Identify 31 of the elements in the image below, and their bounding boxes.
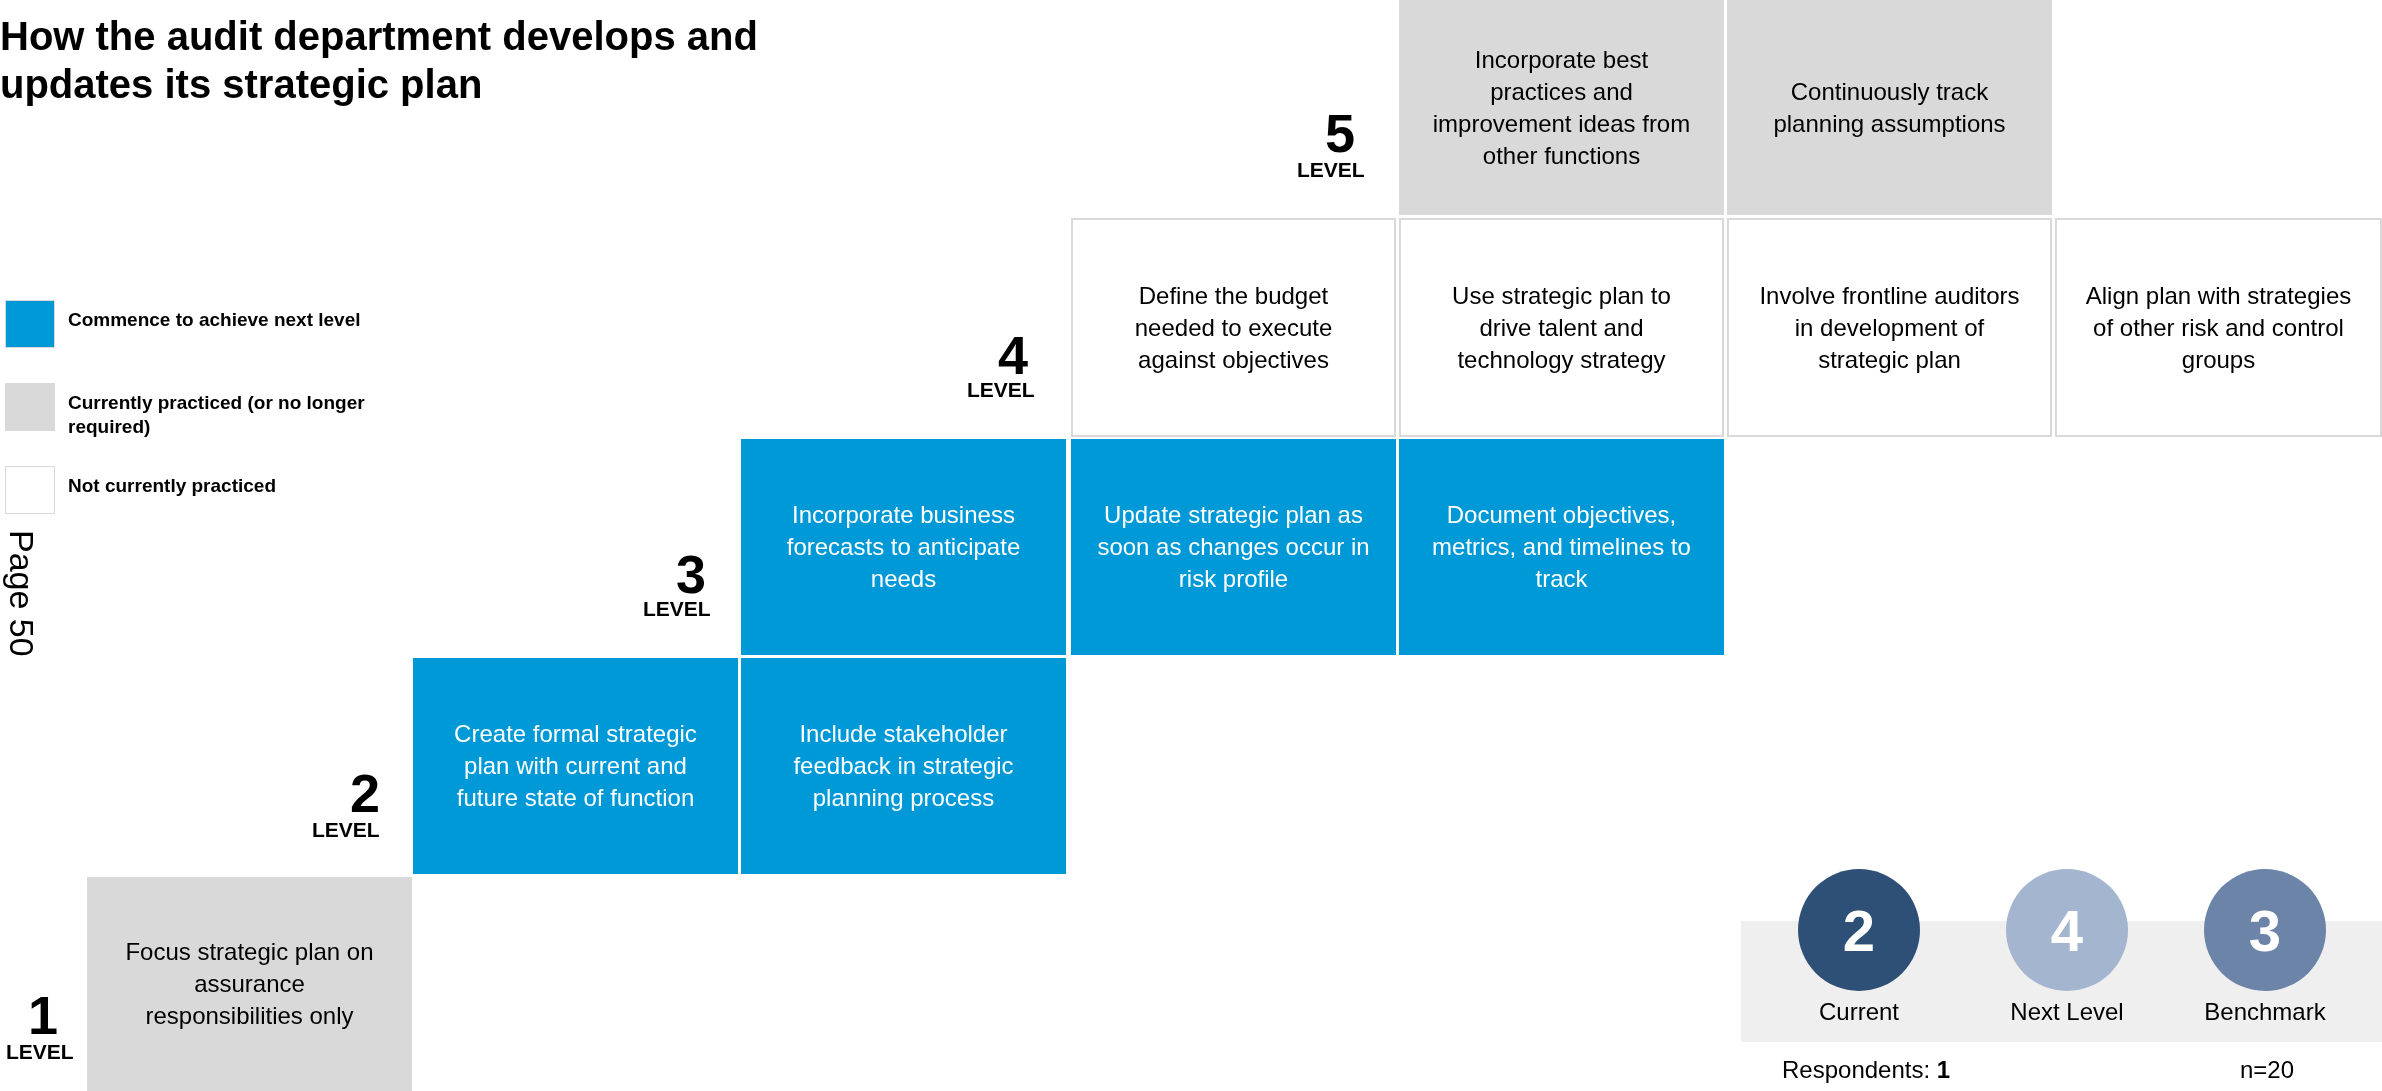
level-number: 2 — [350, 766, 381, 820]
practice-box: Create formal strategic plan with current and future state of function — [413, 658, 738, 874]
score-label: Benchmark — [2203, 998, 2327, 1026]
title: How the audit department develops and updates its strategic plan — [0, 13, 759, 108]
score-label: Next Level — [2009, 998, 2125, 1026]
practice-box: Align plan with strategies of other risk and control groups — [2055, 218, 2382, 437]
practice-box: Incorporate best practices and improvement ideas from other functions — [1399, 0, 1724, 215]
practice-box: Include stakeholder feedback in strategic planning process — [741, 658, 1066, 874]
legend-text: Not currently practiced — [68, 474, 277, 498]
score-circle: 4 — [2006, 869, 2128, 991]
practice-box: Incorporate business forecasts to anticipate needs — [741, 439, 1066, 655]
level-label: LEVEL — [312, 818, 380, 842]
practice-box: Continuously track planning assumptions — [1727, 0, 2052, 215]
practice-box: Document objectives, metrics, and timelines to track — [1399, 439, 1724, 655]
level-label: LEVEL — [1297, 158, 1365, 182]
legend-text: Commence to achieve next level — [68, 308, 362, 332]
level-label: LEVEL — [6, 1040, 74, 1064]
legend-text: Currently practiced (or no longer required) — [68, 391, 366, 439]
score-circle: 2 — [1798, 869, 1920, 991]
practice-box: Involve frontline auditors in development of strategic plan — [1727, 218, 2052, 437]
score-circle: 3 — [2204, 869, 2326, 991]
level-number: 5 — [1325, 106, 1356, 160]
practice-box: Focus strategic plan on assurance responsibilities only — [87, 877, 412, 1091]
practice-box: Use strategic plan to drive talent and technology strategy — [1399, 218, 1724, 437]
level-number: 1 — [28, 988, 59, 1042]
respondents-count: Respondents: 1 — [1782, 1056, 1951, 1084]
score-label: Current — [1818, 998, 1900, 1026]
page-number: Page 50 — [2, 530, 41, 657]
practice-box: Define the budget needed to execute against objectives — [1071, 218, 1396, 437]
practice-box: Update strategic plan as soon as changes occur in risk profile — [1071, 439, 1396, 655]
sample-size: n=20 — [2240, 1056, 2295, 1084]
